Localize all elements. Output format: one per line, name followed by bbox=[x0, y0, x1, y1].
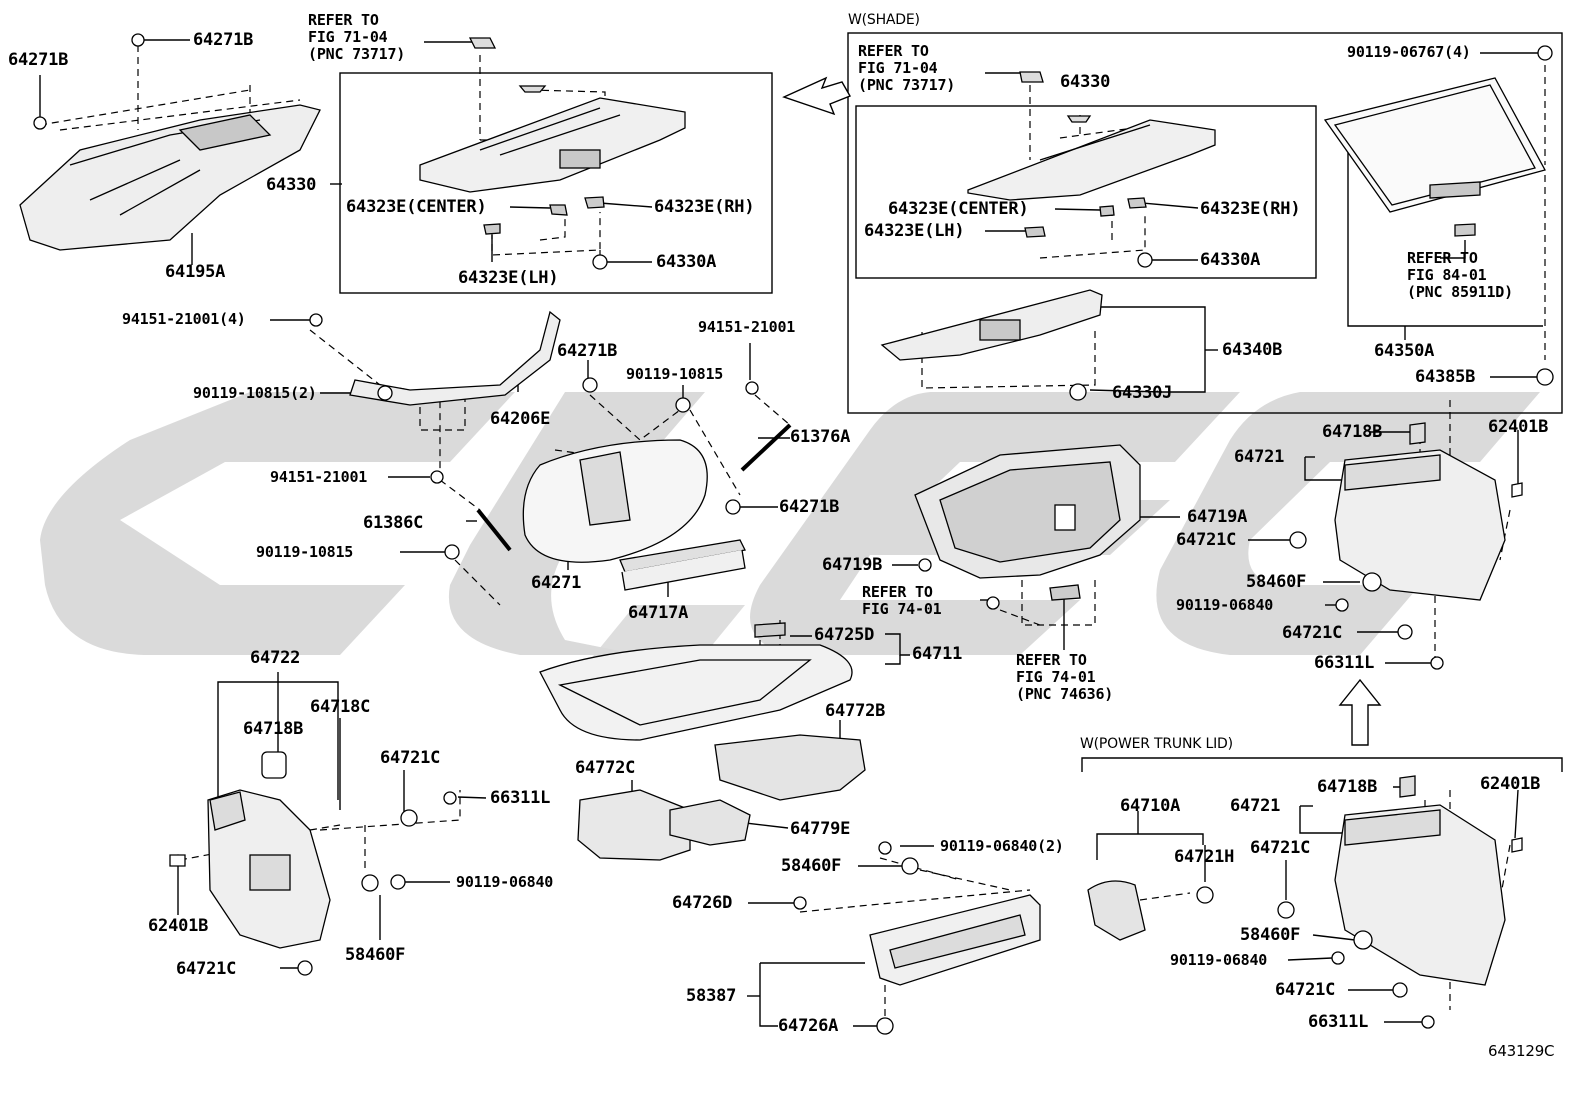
part-label[interactable]: 64721C bbox=[1176, 530, 1237, 550]
part-label[interactable]: 64721C bbox=[1282, 623, 1343, 643]
group-box-64330 bbox=[339, 72, 773, 294]
part-label[interactable]: 64330J bbox=[1112, 383, 1173, 403]
part-label[interactable]: 64271B bbox=[557, 341, 618, 361]
part-label[interactable]: 64772B bbox=[825, 701, 886, 721]
part-label[interactable]: 64385B bbox=[1415, 367, 1476, 387]
part-label[interactable]: 64330A bbox=[1200, 250, 1261, 270]
part-label[interactable]: 64350A bbox=[1374, 341, 1435, 361]
part-label[interactable]: 64721C bbox=[176, 959, 237, 979]
part-label[interactable]: 64710A bbox=[1120, 796, 1181, 816]
section-title-power-trunk-lid: W(POWER TRUNK LID) bbox=[1080, 736, 1233, 752]
part-label[interactable]: 90119-06840 bbox=[1176, 596, 1274, 614]
part-label[interactable]: 94151-21001(4) bbox=[122, 310, 246, 328]
part-label[interactable]: 64330 bbox=[266, 175, 317, 195]
part-label[interactable]: 62401B bbox=[1480, 774, 1541, 794]
part-label[interactable]: 64719A bbox=[1187, 507, 1248, 527]
reference-note[interactable]: REFER TO FIG 71-04 (PNC 73717) bbox=[308, 11, 406, 63]
part-label[interactable]: 64721C bbox=[380, 748, 441, 768]
part-label[interactable]: 90119-06767(4) bbox=[1347, 43, 1471, 61]
part-label[interactable]: 64718B bbox=[1322, 422, 1383, 442]
part-label[interactable]: 64271B bbox=[193, 30, 254, 50]
power-trunk-lid-bracket bbox=[1081, 757, 1563, 772]
part-label[interactable]: 64195A bbox=[165, 262, 226, 282]
part-label[interactable]: 64330A bbox=[656, 252, 717, 272]
part-label[interactable]: 90119-06840(2) bbox=[940, 837, 1064, 855]
diagram-code: 643129C bbox=[1488, 1042, 1555, 1060]
part-label[interactable]: 64323E(CENTER) bbox=[888, 199, 1029, 219]
part-label[interactable]: 64722 bbox=[250, 648, 301, 668]
part-label[interactable]: 64772C bbox=[575, 758, 636, 778]
part-label[interactable]: 61386C bbox=[363, 513, 424, 533]
part-label[interactable]: 58387 bbox=[686, 986, 737, 1006]
part-label[interactable]: 64340B bbox=[1222, 340, 1283, 360]
part-label[interactable]: 64717A bbox=[628, 603, 689, 623]
part-label[interactable]: 64719B bbox=[822, 555, 883, 575]
part-label[interactable]: 58460F bbox=[1240, 925, 1301, 945]
part-label[interactable]: 64323E(LH) bbox=[864, 221, 965, 241]
part-label[interactable]: 90119-06840 bbox=[1170, 951, 1268, 969]
reference-note[interactable]: REFER TO FIG 84-01 (PNC 85911D) bbox=[1407, 249, 1513, 301]
part-label[interactable]: 64721C bbox=[1275, 980, 1336, 1000]
part-label[interactable]: 64725D bbox=[814, 625, 875, 645]
part-label[interactable]: 64721 bbox=[1230, 796, 1281, 816]
part-label[interactable]: 90119-06840 bbox=[456, 873, 554, 891]
reference-note[interactable]: REFER TO FIG 74-01 bbox=[862, 583, 942, 618]
part-label[interactable]: 62401B bbox=[148, 916, 209, 936]
part-label[interactable]: 64721 bbox=[1234, 447, 1285, 467]
part-label[interactable]: 64323E(RH) bbox=[654, 197, 755, 217]
part-label[interactable]: 64779E bbox=[790, 819, 851, 839]
part-label[interactable]: 66311L bbox=[1308, 1012, 1369, 1032]
part-label[interactable]: 64721H bbox=[1174, 847, 1235, 867]
part-label[interactable]: 90119-10815 bbox=[256, 543, 354, 561]
part-label[interactable]: 64330 bbox=[1060, 72, 1111, 92]
part-label[interactable]: 64271 bbox=[531, 573, 582, 593]
reference-note[interactable]: REFER TO FIG 74-01 (PNC 74636) bbox=[1016, 651, 1114, 703]
shade-group-box-64330 bbox=[855, 105, 1317, 279]
part-label[interactable]: 64323E(RH) bbox=[1200, 199, 1301, 219]
part-label[interactable]: 61376A bbox=[790, 427, 851, 447]
part-label[interactable]: 64271B bbox=[779, 497, 840, 517]
part-label[interactable]: 90119-10815(2) bbox=[193, 384, 317, 402]
part-label[interactable]: 62401B bbox=[1488, 417, 1549, 437]
part-label[interactable]: 94151-21001 bbox=[270, 468, 368, 486]
part-label[interactable]: 58460F bbox=[1246, 572, 1307, 592]
part-label[interactable]: 58460F bbox=[345, 945, 406, 965]
section-title-shade: W(SHADE) bbox=[848, 12, 920, 28]
part-label[interactable]: 90119-10815 bbox=[626, 365, 724, 383]
part-label[interactable]: 94151-21001 bbox=[698, 318, 796, 336]
reference-note[interactable]: REFER TO FIG 71-04 (PNC 73717) bbox=[858, 42, 956, 94]
part-label[interactable]: 64718C bbox=[310, 697, 371, 717]
shade-section-box bbox=[847, 32, 1563, 414]
part-label[interactable]: 64206E bbox=[490, 409, 551, 429]
part-label[interactable]: 64323E(LH) bbox=[458, 268, 559, 288]
part-label[interactable]: 66311L bbox=[490, 788, 551, 808]
part-label[interactable]: 64323E(CENTER) bbox=[346, 197, 487, 217]
part-label[interactable]: 64718B bbox=[243, 719, 304, 739]
part-label[interactable]: 64721C bbox=[1250, 838, 1311, 858]
part-label[interactable]: 64726A bbox=[778, 1016, 839, 1036]
part-label[interactable]: 66311L bbox=[1314, 653, 1375, 673]
part-label[interactable]: 64711 bbox=[912, 644, 963, 664]
part-label[interactable]: 64718B bbox=[1317, 777, 1378, 797]
part-label[interactable]: 64271B bbox=[8, 50, 69, 70]
part-label[interactable]: 58460F bbox=[781, 856, 842, 876]
part-label[interactable]: 64726D bbox=[672, 893, 733, 913]
